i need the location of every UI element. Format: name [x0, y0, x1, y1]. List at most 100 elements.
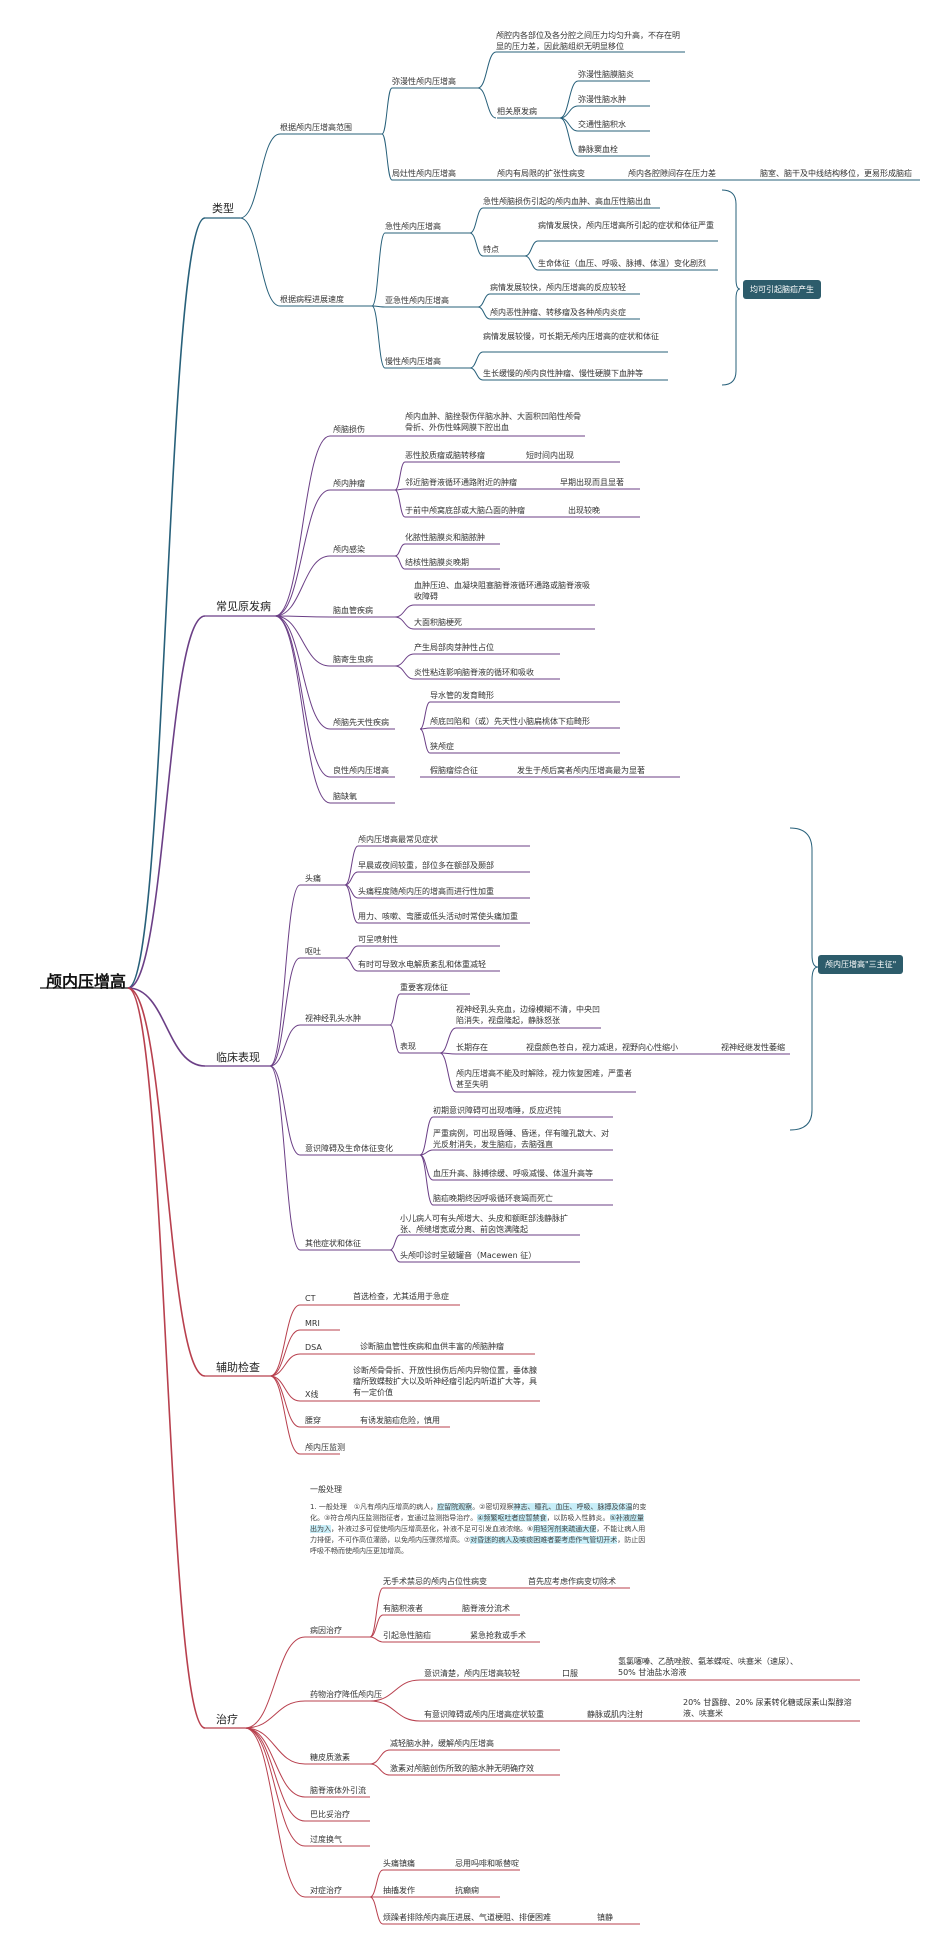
connector-line — [477, 306, 491, 320]
connector-line — [344, 871, 359, 886]
con-item: 脑疝晚期终因呼吸循环衰竭而死亡 — [433, 1194, 553, 1203]
tumor-row-a: 于前中颅窝底部或大脑凸面的肿瘤 — [405, 506, 525, 515]
connector-line — [389, 1249, 401, 1263]
headache-node: 头痛 — [305, 874, 321, 883]
con-item: 血压升高、脉搏徐缓、呼吸减慢、体温升高等 — [433, 1169, 593, 1178]
summary-herniation: 均可引起脑疝产生 — [743, 280, 821, 299]
conscious-node: 意识障碍及生命体征变化 — [305, 1144, 393, 1153]
connector-line — [127, 217, 206, 989]
pap-1: 视神经乳头充血，边缘模糊不清，中央凹陷消失，视盘隆起，静脉怒张 — [456, 1005, 600, 1025]
congenital-item: 狭颅症 — [430, 742, 454, 751]
vascular-item: 大面积脑梗死 — [414, 618, 462, 627]
connector-line — [274, 615, 331, 804]
connector-line — [369, 1679, 421, 1702]
symp-a: 头痛镇痛 — [383, 1859, 415, 1868]
connector-line — [274, 615, 331, 730]
tumor-node: 颅内肿瘤 — [333, 479, 365, 488]
other-item: 小儿病人可有头颅增大、头皮和额眶部浅静脉扩张、颅缝增宽或分离、前囟饱满隆起 — [400, 1214, 568, 1234]
symp-node: 对症治疗 — [310, 1886, 342, 1895]
connector-line — [239, 217, 281, 307]
connector-line — [369, 1614, 384, 1638]
connector-line — [244, 1727, 306, 1898]
acute-feature: 特点 — [483, 245, 499, 254]
type-branch: 类型 — [212, 202, 234, 215]
subacute-node: 亚急性颅内压增高 — [385, 296, 449, 305]
exam-name: 腰穿 — [305, 1416, 321, 1425]
general-text: 1. 一般处理 ①凡有颅内压增高的病人， — [310, 1503, 438, 1511]
connector-line — [394, 543, 406, 557]
connector-line — [127, 987, 206, 1067]
congenital-item: 颅底凹陷和（或）先天性小脑扁桃体下疝畸形 — [430, 717, 590, 726]
clinical-branch: 临床表现 — [216, 1051, 260, 1064]
root-topic: 颅内压增高 — [46, 972, 127, 991]
connector-line — [419, 728, 431, 754]
connector-line — [127, 615, 206, 989]
connector-line — [239, 133, 281, 219]
local-c: 脑室、脑干及中线结构移位，更易形成脑疝 — [760, 169, 912, 178]
headache-item: 早晨或夜间较重，部位多在额部及颞部 — [358, 861, 494, 870]
causes-branch: 常见原发病 — [216, 600, 271, 613]
local-node: 局灶性颅内压增高 — [392, 169, 456, 178]
treat-branch: 治疗 — [216, 1713, 238, 1726]
tumor-row-b: 短时间内出现 — [526, 451, 574, 460]
general-text: ，防止因呼吸不畅而使颅内压更加增高。 — [310, 1536, 646, 1555]
exam-name: 颅内压监测 — [305, 1443, 345, 1452]
drug-node: 药物治疗降低颅内压 — [310, 1690, 382, 1699]
symp-b: 抗癫痫 — [455, 1886, 479, 1895]
general-highlight: 用轻泻剂来疏通大便 — [533, 1525, 597, 1533]
pap-2a: 长期存在 — [456, 1043, 488, 1052]
diffuse-node: 弥漫性颅内压增高 — [392, 77, 456, 86]
sub-b: 颅内恶性肿瘤、转移瘤及各种颅内炎症 — [490, 308, 626, 317]
connector-line — [469, 207, 484, 234]
connector-line — [369, 1749, 391, 1765]
general-node: 一般处理 — [310, 1485, 342, 1494]
connector-line — [469, 232, 484, 257]
sub-a: 病情发展较快，颅内压增高的反应较轻 — [490, 283, 626, 292]
connector-line — [439, 1052, 457, 1055]
connector-line — [371, 232, 386, 307]
tumor-row-b: 早期出现而且显著 — [560, 478, 624, 487]
cause-tx-b: 紧急抢救或手术 — [470, 1631, 526, 1640]
general-text: 的变化。③符合颅内压监测指征者，宜通过监测指导治疗。 — [310, 1503, 647, 1522]
benign-node: 良性颅内压增高 — [333, 766, 389, 775]
connector-line — [369, 1636, 384, 1643]
drug-1a: 意识清楚，颅内压增高较轻 — [424, 1669, 520, 1678]
connector-line — [344, 957, 359, 972]
tumor-row-a: 恶性胶质瘤或脑转移瘤 — [405, 451, 485, 460]
acute-f1: 病情发展快，颅内压增高所引起的症状和体征严重 — [538, 221, 714, 230]
chronic-node: 慢性颅内压增高 — [385, 357, 441, 366]
pap-3: 颅内压增高不能及时解除，视力恢复困难，严重者甚至失明 — [456, 1069, 632, 1089]
hypoxia-node: 脑缺氧 — [333, 792, 357, 801]
connector-line — [419, 1154, 434, 1206]
connector-line — [344, 845, 359, 886]
other-node: 其他症状和体征 — [305, 1239, 361, 1248]
speed-node: 根据病程进展速度 — [280, 295, 344, 304]
parasite-item: 产生局部肉芽肿性占位 — [414, 643, 494, 652]
symp-a: 抽搐发作 — [383, 1886, 415, 1895]
connector-line — [369, 1763, 391, 1776]
congenital-node: 颅脑先天性疾病 — [333, 718, 389, 727]
pap-2c: 视神经继发性萎缩 — [721, 1043, 785, 1052]
connector-line — [394, 665, 415, 680]
vomit-item: 有时可导致水电解质紊乱和体重减轻 — [358, 960, 486, 969]
connector-line — [419, 1149, 434, 1156]
exam-name: CT — [305, 1294, 316, 1303]
general-highlight: 对昏迷的病人及咳痰困难者要考虑作气管切开术 — [470, 1536, 618, 1544]
connector-line — [244, 1727, 306, 1847]
connector-line — [269, 884, 301, 1067]
general-text: 。②密切观察 — [472, 1503, 514, 1511]
exam-desc: 诊断脑血管性疾病和血供丰富的颅脑肿瘤 — [360, 1342, 504, 1351]
connector-line — [394, 555, 406, 570]
connector-line — [381, 87, 393, 135]
connector-line — [274, 435, 331, 617]
connector-line — [559, 117, 579, 157]
con-item: 严重病例，可出现昏睡、昏迷，伴有瞳孔散大、对光反射消失，发生脑疝，去脑强直 — [433, 1129, 609, 1149]
cause-tx-node: 病因治疗 — [310, 1626, 342, 1635]
acute-f2: 生命体征（血压、呼吸、脉搏、体温）变化剧烈 — [538, 259, 706, 268]
headache-item: 头痛程度随颅内压的增高而进行性加重 — [358, 887, 494, 896]
connector-line — [419, 701, 431, 730]
connector-line — [369, 1896, 384, 1925]
connector-line — [344, 884, 359, 924]
connector-line — [477, 51, 497, 89]
steroid-item: 减轻脑水肿，缓解颅内压增高 — [390, 1739, 494, 1748]
